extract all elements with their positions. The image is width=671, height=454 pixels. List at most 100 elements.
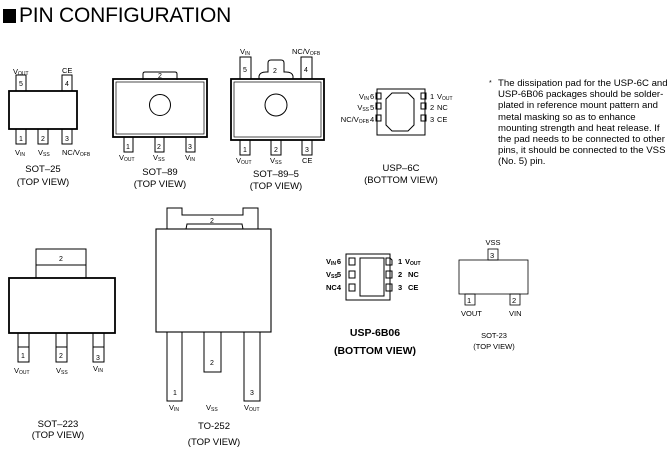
to252-pin-2	[203, 331, 222, 373]
sot25-pin-3	[61, 128, 73, 145]
sot23-body	[458, 259, 529, 295]
sot25-labels: 5 4 1 2 3 VOUT CE VIN VSS NC/VOFB SOT–25…	[13, 66, 91, 188]
sot89-5-pin-1	[239, 139, 251, 156]
sot89-pin-3	[185, 136, 196, 153]
view-label: (TOP VIEW)	[250, 181, 302, 192]
pin-label-vin: VIN	[93, 364, 103, 374]
pin-label-vin: VIN	[326, 257, 336, 267]
sot89-5-body	[230, 78, 325, 141]
pin-label-vss: VSS	[270, 156, 282, 166]
pin-number: 1	[467, 296, 471, 305]
pin-number: 1	[21, 353, 25, 360]
pin-label-vin: VIN	[169, 403, 179, 413]
pin-number: 2	[157, 144, 161, 151]
usp6b06-pad-5	[348, 270, 356, 279]
package-name: SOT–25	[25, 164, 60, 175]
pin-number: 1	[173, 390, 177, 397]
pin-label-vss: VSS	[326, 270, 338, 280]
package-name: USP-6B06	[350, 327, 400, 339]
view-label: (BOTTOM VIEW)	[364, 175, 438, 186]
usp6c-pad-4	[375, 114, 382, 122]
usp6c-labels: VIN VSS NC/VOFB 6 5 4 1 2 3 VOUT NC CE U…	[341, 92, 453, 186]
pin-label-nc-vofb: NC/VOFB	[62, 148, 91, 158]
sot223-labels: 2 1 2 3 VOUT VSS VIN SOT–223 (TOP VIEW)	[14, 256, 103, 441]
pin-number: 4	[65, 81, 69, 88]
sot89-5-pin-2	[270, 139, 282, 156]
pin-label-nc-vofb: NC/VOFB	[292, 47, 321, 57]
pin-number: 4	[337, 283, 342, 292]
usp6b06-pad-6	[348, 257, 356, 266]
pin-label-vin: VIN	[240, 47, 250, 57]
sot89-pin-1	[123, 136, 134, 153]
pin-number: 2	[274, 147, 278, 154]
usp6b06-pad-4	[348, 283, 356, 292]
pin-number: 2	[430, 103, 434, 112]
pin-label-vin: VIN	[509, 309, 522, 318]
package-name: USP–6C	[383, 163, 420, 174]
pin-number: 3	[188, 144, 192, 151]
pin-label-vout: VOUT	[461, 309, 482, 318]
sot23-labels: VSS 3 1 2 VOUT VIN SOT-23 (TOP VIEW)	[461, 238, 522, 351]
sot25-body	[8, 90, 78, 130]
pin-number: 5	[243, 67, 247, 74]
pin-number: 3	[398, 283, 402, 292]
pin-number: 1	[19, 136, 23, 143]
pin-number: 5	[337, 270, 341, 279]
pin-label-vss: VSS	[485, 238, 500, 247]
pin-label-vout: VOUT	[244, 403, 260, 413]
dissipation-pad-note: * The dissipation pad for the USP-6C and…	[489, 78, 669, 168]
usp6c-pad-1	[420, 92, 427, 100]
to252-tab	[166, 207, 259, 229]
sot25-pin-1	[15, 128, 27, 145]
package-name: SOT–89	[142, 167, 177, 178]
pin-number: 5	[19, 81, 23, 88]
sot89-labels: 2 1 2 3 VOUT VSS VIN SOT–89 (TOP VIEW)	[119, 73, 195, 190]
usp6b06-pad-3	[385, 283, 393, 292]
pin-label-vin: VIN	[359, 92, 369, 102]
pin-label-vss: VSS	[206, 403, 218, 413]
pin-number: 2	[210, 360, 214, 367]
package-name: SOT–223	[38, 419, 79, 430]
pin-label-vout: VOUT	[14, 366, 30, 376]
black-square-icon	[3, 9, 16, 23]
pin-number: 3	[65, 136, 69, 143]
to252-pin-3	[243, 331, 261, 402]
view-label: (TOP VIEW)	[32, 430, 84, 441]
usp6b06-body	[345, 253, 391, 301]
sot89-tab	[142, 71, 178, 80]
package-name: SOT–89–5	[253, 169, 299, 180]
sot23-pin-1	[464, 293, 476, 306]
view-label: (BOTTOM VIEW)	[334, 345, 416, 357]
usp6c-pad-2	[420, 102, 427, 110]
usp6b06-pad-1	[385, 257, 393, 266]
sot89-pin-2	[154, 136, 165, 153]
package-usp6b06	[345, 253, 393, 301]
to252-labels: 2 1 2 3 VIN VSS VOUT TO-252 (TOP VIEW)	[169, 218, 260, 448]
view-label: (TOP VIEW)	[134, 179, 186, 190]
package-sot89-5	[230, 56, 325, 156]
pin-label-nc: NC	[326, 283, 337, 292]
pin-number: 4	[304, 67, 308, 74]
page-title: PIN CONFIGURATION	[3, 4, 231, 28]
pin-number: 2	[398, 270, 402, 279]
pin-label-vout: VOUT	[405, 257, 421, 267]
package-usp6c	[375, 88, 427, 136]
pin-label-vss: VSS	[56, 366, 68, 376]
pin-number: 3	[96, 355, 100, 362]
package-sot23	[458, 248, 529, 306]
pin-number: 6	[337, 257, 341, 266]
pin-number: 4	[370, 115, 374, 124]
sot89-center-mark	[149, 94, 171, 116]
package-sot25	[8, 74, 78, 145]
pin-label-vout: VOUT	[437, 92, 453, 102]
pin-number: 1	[430, 92, 434, 101]
pin-number: 2	[59, 353, 63, 360]
sot223-body	[8, 277, 116, 334]
sot23-pin-2	[509, 293, 521, 306]
usp6c-pad-6	[375, 92, 382, 100]
sot89-body	[112, 78, 208, 138]
view-label: (TOP VIEW)	[17, 177, 69, 188]
package-sot89	[112, 71, 208, 153]
sot25-pin-2	[37, 128, 49, 145]
pin-number: 1	[398, 257, 402, 266]
